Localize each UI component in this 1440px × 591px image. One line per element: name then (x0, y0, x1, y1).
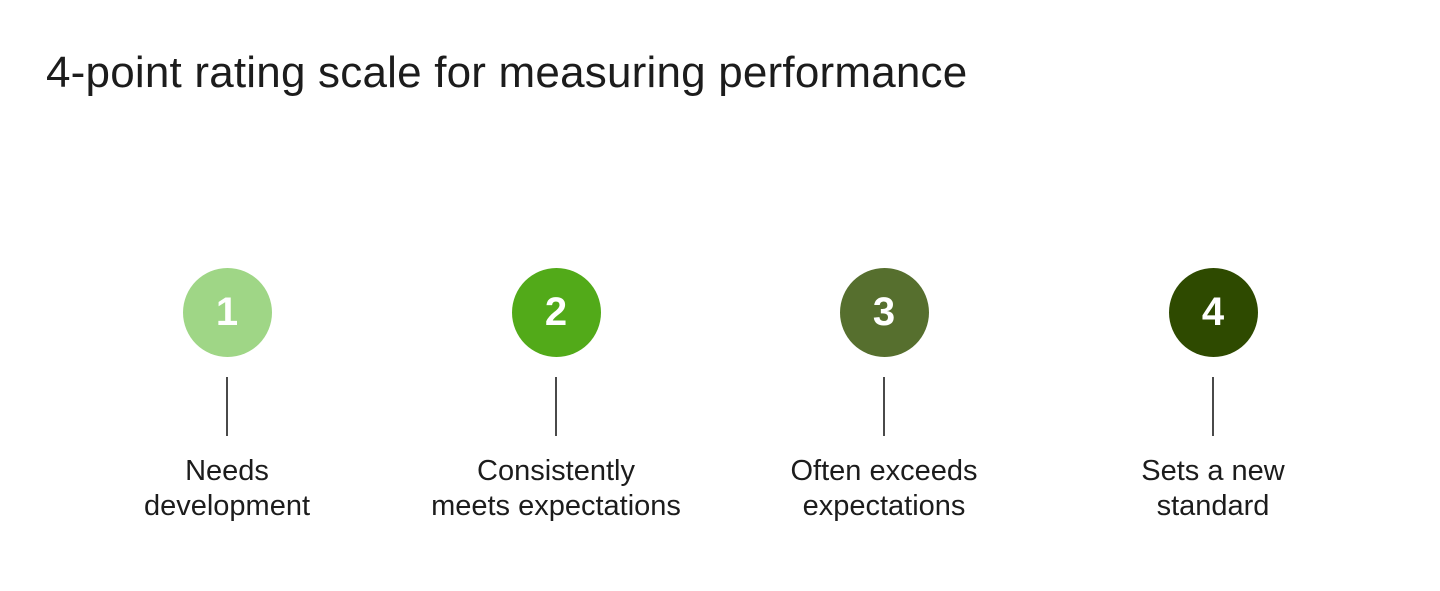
rating-label-1-line-2: development (143, 490, 311, 522)
rating-label-1: Needs development (144, 454, 310, 524)
connector-line (883, 377, 885, 436)
page-title: 4-point rating scale for measuring perfo… (46, 48, 968, 97)
rating-label-3-line-1: Often exceeds (790, 455, 978, 487)
rating-label-1-line-1: Needs (185, 455, 269, 487)
rating-step-2: 2 Consistently meets expectations (386, 268, 726, 524)
rating-label-3: Often exceeds expectations (791, 454, 978, 524)
rating-label-2-line-1: Consistently (477, 455, 635, 487)
rating-label-3-line-2: expectations (802, 490, 966, 522)
rating-label-2-line-2: meets expectations (431, 490, 681, 522)
rating-circle-4: 4 (1168, 268, 1258, 357)
connector-line (226, 377, 228, 436)
rating-step-4: 4 Sets a new standard (1043, 268, 1383, 524)
rating-step-1: 1 Needs development (57, 268, 397, 524)
connector-line (555, 377, 557, 436)
rating-label-2: Consistently meets expectations (431, 454, 681, 524)
connector-line (1212, 377, 1214, 436)
rating-circle-2: 2 (511, 268, 601, 357)
rating-label-4-line-2: standard (1156, 490, 1270, 522)
rating-label-4: Sets a new standard (1141, 454, 1284, 524)
rating-step-3: 3 Often exceeds expectations (714, 268, 1054, 524)
rating-circle-3: 3 (839, 268, 929, 357)
rating-circle-1: 1 (182, 268, 272, 357)
rating-label-4-line-1: Sets a new (1141, 455, 1285, 487)
